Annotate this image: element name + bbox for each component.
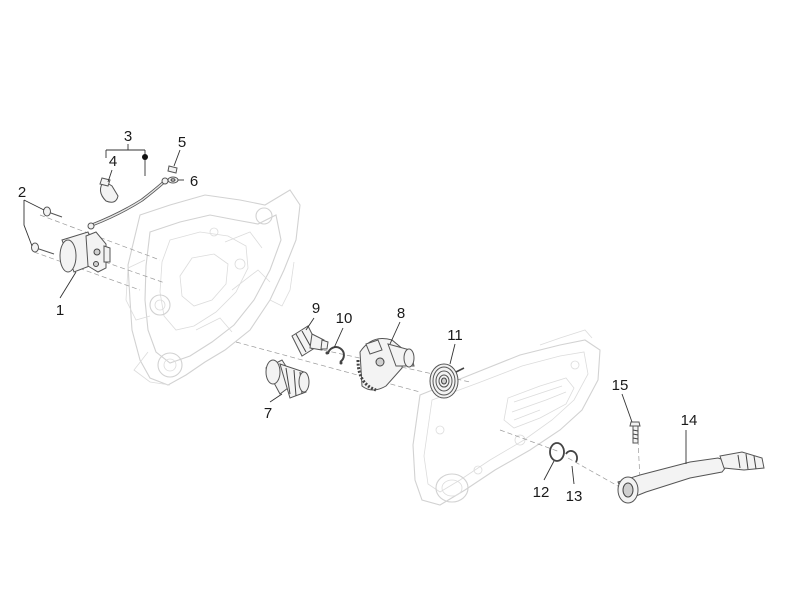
starter-motor [59, 231, 111, 273]
callout-4: 4 [109, 153, 117, 170]
lever-bolt [629, 421, 641, 444]
callout-15: 15 [612, 377, 629, 394]
pinion [291, 325, 329, 357]
callout-labels: 1 2 3 4 5 6 7 8 9 10 11 12 13 14 15 [18, 128, 698, 505]
circlip [325, 346, 345, 365]
starter-gear [265, 359, 310, 399]
callout-2: 2 [18, 184, 26, 201]
kickstart-sector [356, 338, 415, 392]
starter-bolts [31, 206, 63, 255]
callout-3: 3 [124, 128, 132, 145]
starter-cable [87, 177, 169, 230]
crankcase-outline [125, 189, 301, 386]
cable-clamp [99, 177, 119, 203]
snap-ring [565, 450, 578, 463]
kickstart-lever [617, 451, 765, 504]
kickstart-spring [429, 363, 465, 399]
callout-8: 8 [397, 305, 405, 322]
callout-7: 7 [264, 405, 272, 422]
terminal-screw-washer [167, 165, 179, 184]
callout-13: 13 [566, 488, 583, 505]
assembly-axes [33, 214, 641, 491]
callout-1: 1 [56, 302, 64, 319]
callout-10: 10 [336, 310, 353, 327]
callout-6: 6 [190, 173, 198, 190]
callout-14: 14 [681, 412, 698, 429]
transmission-cover-outline [412, 329, 601, 506]
seal-ring [549, 442, 565, 462]
leader-lines [23, 144, 687, 485]
callout-9: 9 [312, 300, 320, 317]
callout-11: 11 [447, 327, 463, 344]
callout-5: 5 [178, 134, 186, 151]
callout-12: 12 [533, 484, 550, 501]
